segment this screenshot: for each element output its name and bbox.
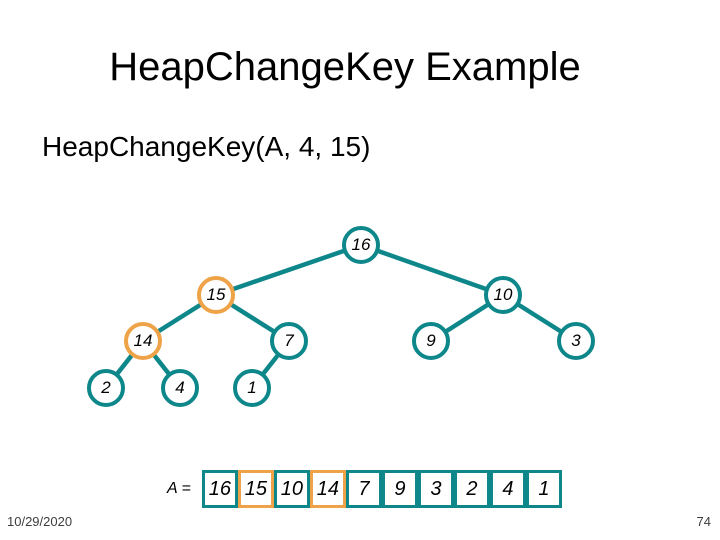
tree-node-value: 4	[175, 378, 185, 397]
array-label: A =	[167, 480, 191, 497]
tree-node-15: 15	[197, 276, 235, 314]
array-cell-6: 3	[417, 470, 454, 508]
array-cell-0: 16	[201, 470, 238, 508]
tree-edge-16-15	[213, 242, 364, 298]
tree-node-value: 3	[571, 331, 581, 350]
tree-node-7: 7	[270, 322, 308, 360]
tree-node-9: 9	[412, 322, 450, 360]
tree-node-2: 2	[87, 369, 125, 407]
page-number: 74	[696, 514, 711, 529]
tree-node-value: 16	[351, 235, 371, 254]
array-cell-8: 4	[489, 470, 526, 508]
array-cell-9: 1	[525, 470, 562, 508]
array-cell-7: 2	[453, 470, 490, 508]
array-cell-4: 7	[345, 470, 382, 508]
tree-node-10: 10	[484, 276, 522, 314]
tree-node-4: 4	[161, 369, 199, 407]
tree-node-16: 16	[342, 226, 380, 264]
array-cell-2: 10	[273, 470, 310, 508]
array-cell-3: 14	[309, 470, 346, 508]
tree-node-value: 10	[493, 285, 513, 304]
tree-edge-16-10	[358, 242, 506, 298]
tree-node-1: 1	[233, 369, 271, 407]
array-cell-1: 15	[237, 470, 274, 508]
tree-node-value: 9	[426, 331, 436, 350]
tree-node-3: 3	[557, 322, 595, 360]
slide-subtitle: HeapChangeKey(A, 4, 15)	[42, 131, 371, 162]
tree-node-value: 7	[284, 331, 294, 350]
tree-node-value: 1	[247, 378, 257, 397]
array-cell-5: 9	[381, 470, 418, 508]
tree-node-value: 14	[133, 331, 153, 350]
heap-array: A = 16 15 10 14 7 9 3 2 4 1	[167, 470, 562, 508]
footer-date: 10/29/2020	[7, 514, 73, 529]
tree-node-value: 15	[206, 285, 226, 304]
slide-title: HeapChangeKey Example	[109, 45, 581, 89]
tree-node-value: 2	[101, 378, 111, 397]
tree-node-14: 14	[124, 322, 162, 360]
